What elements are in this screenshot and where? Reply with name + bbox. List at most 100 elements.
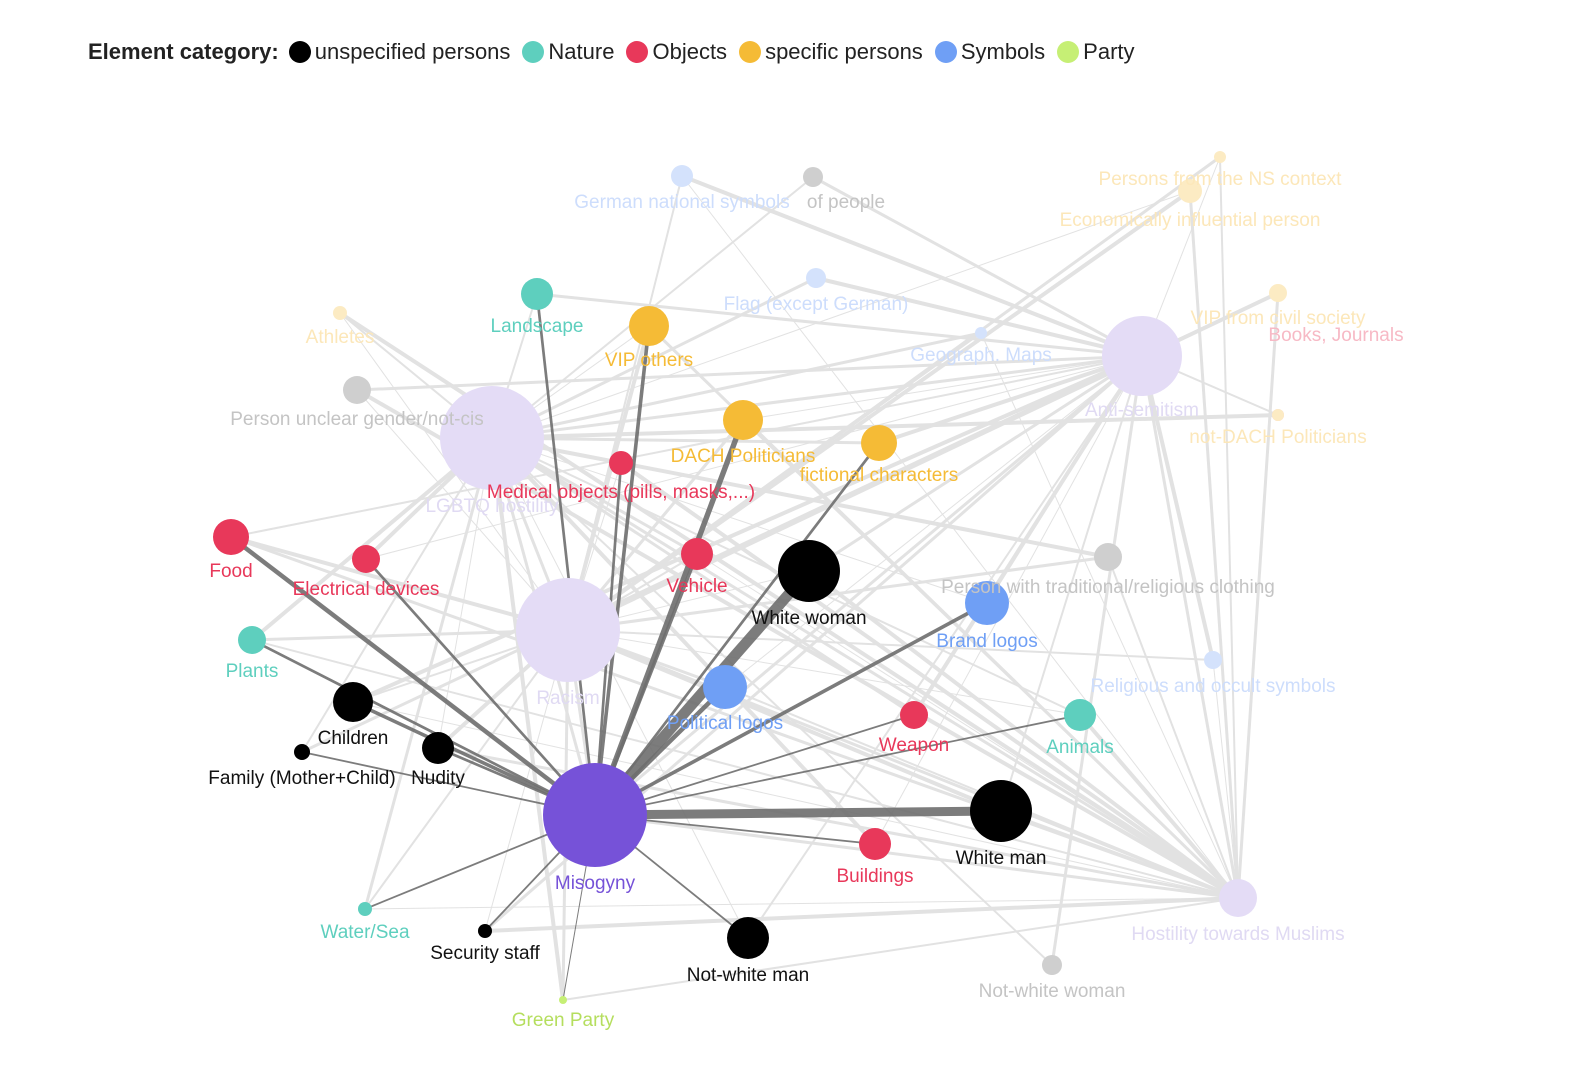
edge-faint [1078, 713, 1240, 900]
node-brand_logos[interactable] [965, 581, 1009, 625]
node-security_staff[interactable] [478, 924, 492, 938]
node-maps[interactable] [975, 327, 987, 339]
node-plants[interactable] [238, 626, 266, 654]
edge-faint [250, 436, 494, 642]
swatch-symbols [934, 41, 957, 63]
edge-faint [491, 437, 1053, 966]
node-athletes[interactable] [333, 306, 347, 320]
edge-faint [230, 535, 569, 632]
node-family[interactable] [294, 744, 310, 760]
label-white_man: White man [956, 848, 1047, 869]
node-medical[interactable] [609, 451, 633, 475]
edge-faint [491, 190, 1191, 439]
node-water_sea[interactable] [358, 902, 372, 916]
label-vip_civil: VIP from civil society [1191, 308, 1366, 329]
legend-item-unspecified-persons[interactable]: unspecified persons [288, 39, 511, 65]
node-unclear_gender[interactable] [343, 376, 371, 404]
legend-item-party[interactable]: Party [1057, 39, 1135, 65]
edge-faint [567, 175, 683, 631]
edge-faint [1050, 355, 1144, 966]
node-dach_politicians[interactable] [723, 400, 763, 440]
edge-faint [567, 629, 1214, 661]
label-vip_others: VIP others [605, 350, 693, 371]
node-political_logos[interactable] [703, 665, 747, 709]
node-vip_others[interactable] [629, 306, 669, 346]
node-nudity[interactable] [422, 732, 454, 764]
node-electrical[interactable] [352, 545, 380, 573]
label-not_dach: not-DACH Politicians [1189, 427, 1366, 448]
node-vehicle[interactable] [681, 538, 713, 570]
label-white_woman: White woman [751, 608, 866, 629]
label-food: Food [209, 561, 252, 582]
node-animals[interactable] [1064, 699, 1096, 731]
hub-label-antisemitism: Anti-semitism [1085, 400, 1199, 421]
hub-label-lgbtq: LGBTQ hostility [425, 496, 559, 517]
node-vip_civil[interactable] [1269, 284, 1287, 302]
edge-faint-hub [594, 813, 1239, 900]
swatch-nature [522, 41, 545, 63]
hub-label-misogyny: Misogyny [555, 873, 636, 894]
legend-label: specific persons [765, 39, 923, 64]
node-fictional[interactable] [861, 425, 897, 461]
edge-faint [566, 189, 1192, 632]
node-not_white_man[interactable] [727, 917, 769, 959]
legend-label: Nature [548, 39, 615, 64]
edge-faint [1219, 156, 1239, 899]
node-group_people[interactable] [803, 167, 823, 187]
edge-faint [356, 354, 1143, 392]
node-german_symbols[interactable] [671, 165, 693, 187]
hub-antisemitism[interactable] [1102, 316, 1182, 396]
node-not_white_woman[interactable] [1042, 955, 1062, 975]
node-white_man[interactable] [970, 780, 1032, 842]
edge-electrical [364, 558, 597, 816]
legend-label: unspecified persons [314, 39, 511, 64]
node-white_woman[interactable] [778, 540, 840, 602]
hub-label-racism: Racism [536, 688, 599, 709]
legend-item-symbols[interactable]: Symbols [934, 39, 1046, 65]
edge-faint [619, 461, 1240, 900]
edge-faint [878, 354, 1143, 445]
label-animals: Animals [1046, 737, 1114, 758]
legend-item-specific-persons[interactable]: specific persons [739, 39, 923, 65]
label-ns_context: Persons from the NS context [1099, 169, 1343, 190]
hub-lgbtq[interactable] [440, 386, 544, 490]
node-flag[interactable] [806, 268, 826, 288]
node-religious_symbols[interactable] [1204, 651, 1222, 669]
edge-faint [352, 701, 1239, 899]
legend-label: Objects [652, 39, 728, 64]
label-green_party: Green Party [512, 1010, 615, 1031]
hub-racism[interactable] [516, 578, 620, 682]
label-not_white_woman: Not-white woman [979, 981, 1126, 1002]
edge-faint-hub [491, 354, 1143, 440]
node-religious_clothing[interactable] [1094, 543, 1122, 571]
swatch-objects [626, 41, 649, 63]
swatch-specific-persons [739, 41, 762, 63]
node-buildings[interactable] [859, 828, 891, 860]
edge-food [229, 535, 597, 817]
edge-faint [742, 419, 1239, 899]
edge-faint [562, 897, 1239, 1001]
node-ns_context[interactable] [1178, 179, 1202, 203]
edge-faint [1236, 292, 1280, 899]
edge-faint [364, 629, 569, 910]
node-green_party[interactable] [559, 996, 567, 1004]
edge-faint [807, 569, 1240, 900]
label-fictional: fictional characters [800, 465, 958, 486]
label-water_sea: Water/Sea [320, 922, 409, 943]
node-weapon[interactable] [900, 701, 928, 729]
node-landscape[interactable] [521, 278, 553, 310]
node-economic[interactable] [1214, 151, 1226, 163]
hub-muslims[interactable] [1219, 879, 1257, 917]
node-food[interactable] [213, 519, 249, 555]
legend-item-objects[interactable]: Objects [626, 39, 727, 65]
label-buildings: Buildings [836, 866, 913, 887]
edge-weapon [594, 714, 915, 816]
legend-label: Symbols [960, 39, 1046, 64]
node-children[interactable] [333, 682, 373, 722]
node-not_dach[interactable] [1272, 409, 1284, 421]
hub-misogyny[interactable] [543, 763, 647, 867]
edge-faint [815, 276, 1143, 358]
legend-item-nature[interactable]: Nature [522, 39, 614, 65]
legend: Element category: unspecified persons Na… [88, 36, 1147, 68]
label-unclear_gender: Person unclear gender/not-cis [230, 409, 483, 430]
